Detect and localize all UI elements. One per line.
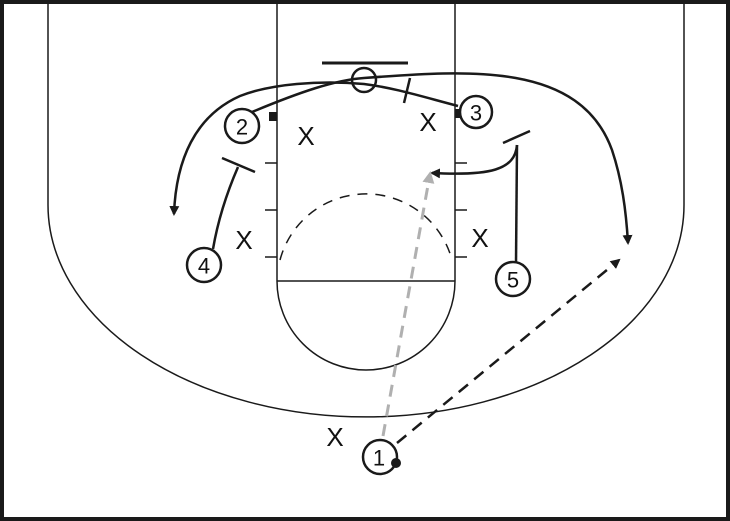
defender: X [235,225,252,255]
hash-marks [265,162,467,258]
defender: X [297,121,314,151]
free-throw-circle-bottom [276,280,456,371]
screen-bar-player-4 [221,156,256,174]
player-number: 1 [373,446,385,471]
free-throw-circle-top [279,193,453,261]
cut-path-player-3 [169,81,459,216]
defender: X [326,422,343,452]
ball-icon [391,458,401,468]
player-number: 3 [470,101,482,126]
player-2: 2 [223,107,261,145]
screen-marker [402,77,412,104]
block-right [455,109,462,118]
defenders: X X X X X [235,107,488,452]
player-number: 2 [236,115,248,140]
cut-path-player-2 [251,72,633,245]
pass-lane-primary [396,258,621,444]
screen-path-player-5 [514,144,519,264]
three-point-line [47,2,685,418]
player-number: 4 [198,254,210,279]
player-number: 5 [507,268,519,293]
block-left [269,112,277,121]
player-3: 3 [458,94,494,130]
player-5: 5 [494,260,532,298]
offensive-players: 1 2 3 4 5 [185,94,532,476]
screen-bar-player-5 [502,129,531,145]
lane [276,2,456,282]
defender: X [419,107,436,137]
screen-path-player-4 [211,166,240,250]
defender: X [471,223,488,253]
pass-lane-secondary [381,171,435,437]
cut-path-player-5 [430,144,519,179]
player-4: 4 [185,246,223,284]
player-1: 1 [361,438,401,476]
